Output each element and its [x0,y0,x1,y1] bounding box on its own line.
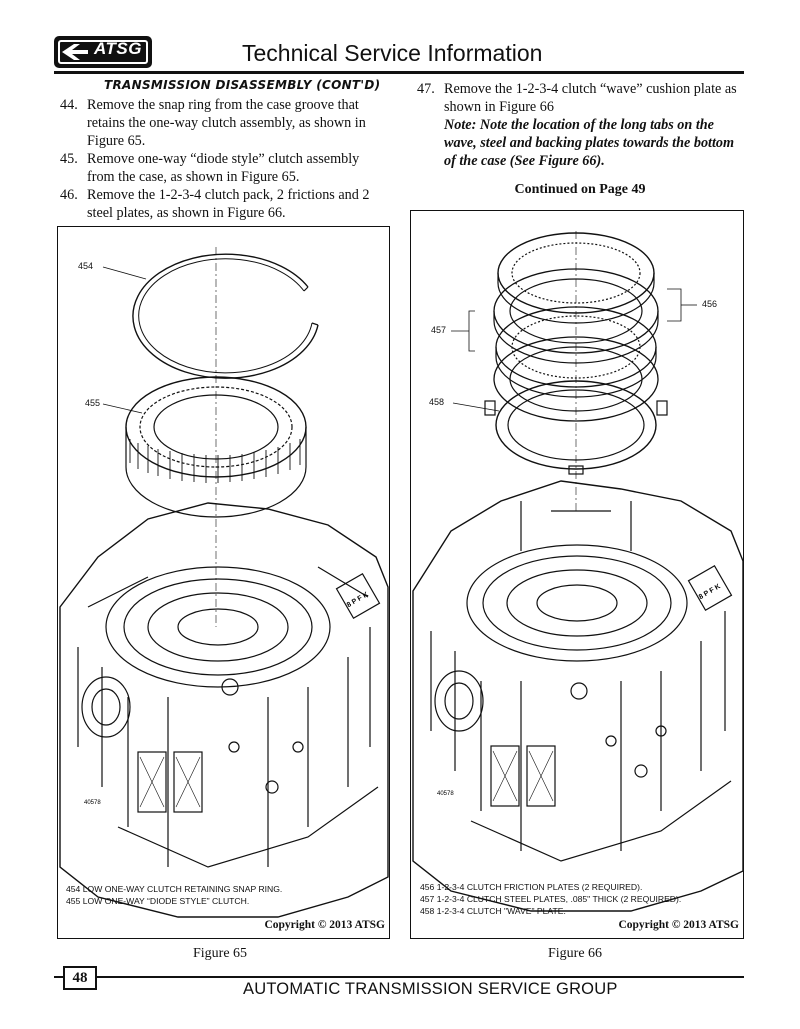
step-text: Remove the 1-2-3-4 clutch “wave” cushion… [444,81,737,115]
figure-65: 40578 8 P F K 454 455 454 LOW ONE-WAY CL… [57,226,390,939]
atsg-logo: ATSG [54,36,152,68]
figure-66-illustration: 40578 8 P F K [412,231,743,912]
step-text: Remove one-way “diode style” clutch asse… [87,151,360,185]
header-divider [54,71,744,74]
figure-65-illustration: 40578 8 P F K [59,247,389,918]
case-stamp: 8 P F K [698,583,722,601]
callout-458: 458 [429,397,445,407]
legend-item-454: 454 LOW ONE-WAY CLUTCH RETAINING SNAP RI… [66,884,283,894]
page-number: 48 [63,966,97,990]
step-47: 47. Remove the 1-2-3-4 clutch “wave” cus… [417,80,743,170]
callout-454: 454 [78,261,94,271]
legend-item-456: 456 1-2-3-4 CLUTCH FRICTION PLATES (2 RE… [420,882,643,892]
figure-66-copyright: Copyright © 2013 ATSG [618,919,739,931]
figure-66-legend: 456 1-2-3-4 CLUTCH FRICTION PLATES (2 RE… [420,881,681,917]
footer-title: AUTOMATIC TRANSMISSION SERVICE GROUP [243,980,618,998]
figure-65-caption: Figure 65 [193,946,248,961]
step-text: Remove the 1-2-3-4 clutch pack, 2 fricti… [87,187,370,221]
callout-456: 456 [702,299,718,309]
page-title: Technical Service Information [242,40,543,66]
right-steps: 47. Remove the 1-2-3-4 clutch “wave” cus… [417,80,743,170]
figure-65-copyright: Copyright © 2013 ATSG [264,919,385,931]
figure-65-legend: 454 LOW ONE-WAY CLUTCH RETAINING SNAP RI… [66,883,282,907]
left-steps: 44. Remove the snap ring from the case g… [60,96,386,222]
case-number: 40578 [437,791,454,797]
continued-note: Continued on Page 49 [514,182,646,197]
legend-item-457: 457 1-2-3-4 CLUTCH STEEL PLATES, .085" T… [420,894,682,904]
footer-divider [54,976,744,978]
step-text: Remove the snap ring from the case groov… [87,97,366,149]
case-stamp: 8 P F K [346,591,370,609]
callout-455: 455 [85,398,101,408]
step-45: 45. Remove one-way “diode style” clutch … [60,150,386,186]
step-46: 46. Remove the 1-2-3-4 clutch pack, 2 fr… [60,186,386,222]
case-number: 40578 [84,800,101,806]
step-44: 44. Remove the snap ring from the case g… [60,96,386,150]
logo-text: ATSG [94,39,142,58]
step-number: 45. [60,151,78,167]
step-note: Note: Note the location of the long tabs… [444,117,735,169]
legend-item-455: 455 LOW ONE-WAY “DIODE STYLE” CLUTCH. [66,896,250,906]
figure-66: 40578 8 P F K 456 457 458 456 1-2-3-4 CL… [410,210,744,939]
step-number: 46. [60,187,78,203]
callout-457: 457 [431,325,447,335]
section-heading: TRANSMISSION DISASSEMBLY (CONT'D) [104,78,381,92]
figure-66-caption: Figure 66 [548,946,603,961]
legend-item-458: 458 1-2-3-4 CLUTCH "WAVE" PLATE. [420,906,566,916]
transmission-logo-icon [62,44,88,60]
step-number: 47. [417,81,435,97]
step-number: 44. [60,97,78,113]
